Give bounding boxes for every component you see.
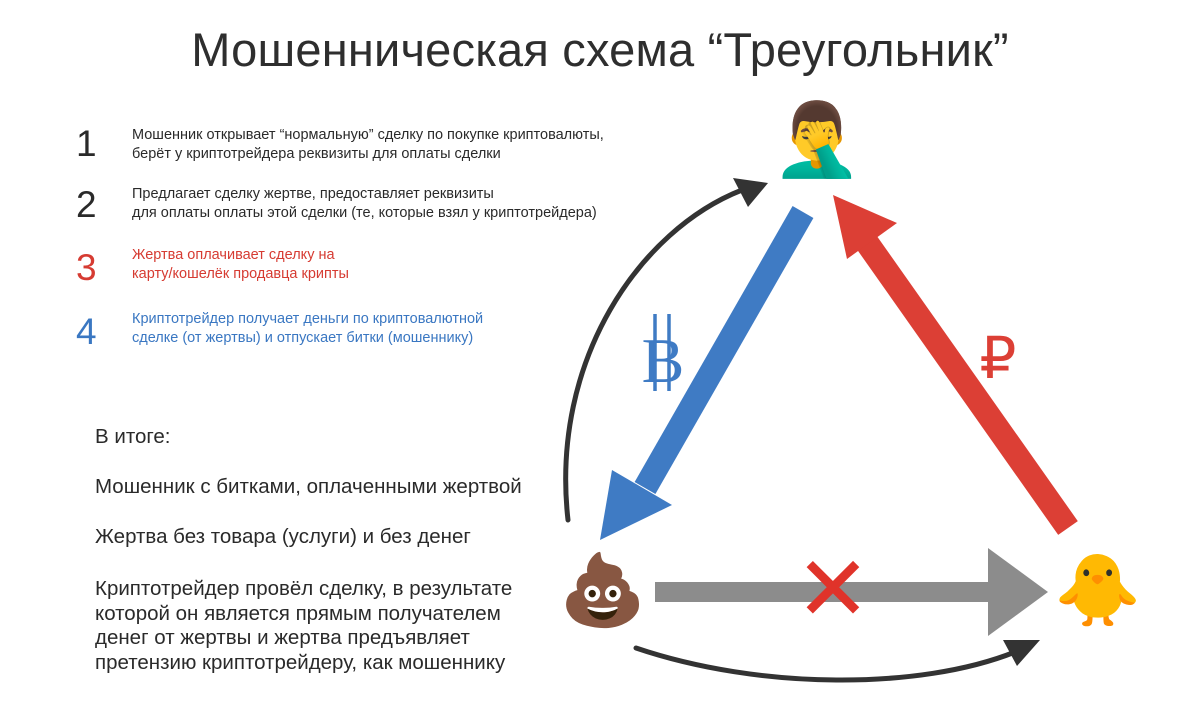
summary-trader-line: Криптотрейдер провёл сделку, в результат… (95, 577, 513, 600)
arrow-victim-to-scammer (563, 187, 745, 523)
step-text: Предлагает сделку жертве, предоставляет … (132, 185, 597, 223)
step-number: 3 (76, 247, 97, 288)
facepalm-man-icon: 🤦‍♂️ (772, 100, 862, 180)
step-text-line: для оплаты оплаты этой сделки (те, котор… (132, 205, 597, 221)
arrow-head (600, 470, 672, 540)
step-text-line: Мошенник открывает “нормальную” сделку п… (132, 127, 604, 143)
step-text: Криптотрейдер получает деньги по криптов… (132, 310, 483, 348)
step-number: 4 (76, 311, 97, 352)
arrow-head (988, 548, 1048, 636)
step-number: 2 (76, 184, 97, 225)
arrow-bottom-curve (633, 645, 1018, 683)
arrow-head (833, 195, 897, 259)
arrow-head (733, 178, 768, 207)
arrow-ruble-transfer (855, 233, 1078, 535)
pile-of-poo-icon: 💩 (559, 551, 647, 629)
step-number: 1 (76, 123, 97, 164)
arrow-bitcoin-transfer (634, 206, 814, 494)
step-text-line: Предлагает сделку жертве, предоставляет … (132, 186, 494, 202)
summary-trader-line: претензию криптотрейдеру, как мошеннику (95, 650, 506, 674)
step-text: Мошенник открывает “нормальную” сделку п… (132, 126, 604, 164)
step-text-line: Жертва оплачивает сделку на (132, 247, 335, 263)
summary-trader-line: денег от жертвы и жертва предъявляет (95, 626, 470, 649)
step-text-line: Криптотрейдер получает деньги по криптов… (132, 311, 484, 327)
summary-scammer: Мошенник с битками, оплаченными жертвой (95, 475, 522, 498)
summary-trader: Криптотрейдер провёл сделку, в результат… (95, 577, 512, 675)
step-text-line: берёт у криптотрейдера реквизиты для опл… (132, 146, 501, 162)
bitcoin-symbol: B (642, 325, 685, 396)
step-text: Жертва оплачивает сделку на карту/кошелё… (132, 246, 349, 284)
ruble-symbol: ₽ (980, 324, 1017, 392)
cross-icon: ✕ (795, 537, 870, 642)
step-text-line: карту/кошелёк продавца крипты (132, 266, 349, 282)
step-text-line: сделке (от жертвы) и отпускает битки (мо… (132, 330, 474, 346)
summary-trader-line: которой он является прямым получателем (95, 601, 501, 625)
arrow-head (1003, 640, 1040, 666)
summary-victim: Жертва без товара (услуги) и без денег (95, 525, 471, 548)
summary-heading: В итоге: (95, 425, 171, 448)
page-title: Мошенническая схема “Треугольник” (191, 23, 1009, 76)
baby-chick-icon: 🐥 (1054, 551, 1142, 629)
